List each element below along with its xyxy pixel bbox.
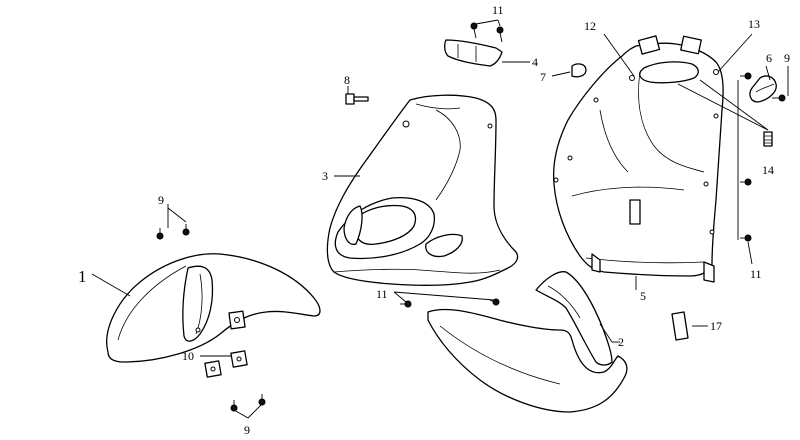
callout-11-right: 11 (750, 267, 762, 281)
callout-11-mid: 11 (376, 287, 388, 301)
front-fender (106, 253, 321, 363)
callout-13: 13 (748, 17, 760, 31)
lower-shield (427, 271, 628, 413)
callout-11-top: 11 (492, 3, 504, 17)
callout-14: 14 (762, 163, 774, 177)
screws (156, 22, 786, 412)
callout-2: 2 (618, 335, 624, 349)
callout-4: 4 (532, 55, 538, 69)
bolt-part-8 (345, 93, 369, 105)
spring-part-14 (763, 131, 773, 147)
label-part-17 (671, 311, 689, 341)
clip-part-6 (749, 75, 777, 103)
callout-17: 17 (710, 319, 722, 333)
callout-9-bottom: 9 (244, 423, 250, 437)
callout-9-left: 9 (158, 193, 164, 207)
front-shield (326, 94, 519, 286)
leader-lines (91, 19, 789, 419)
callout-8: 8 (344, 73, 350, 87)
clip-part-7 (571, 63, 587, 78)
callout-3: 3 (322, 169, 328, 183)
leg-shield-inner (552, 35, 724, 283)
callout-5: 5 (640, 289, 646, 303)
callout-12: 12 (584, 19, 596, 33)
callout-1: 1 (78, 267, 87, 286)
callout-labels: 1 2 3 4 5 6 7 8 9 9 9 10 11 11 11 12 13 … (78, 3, 790, 437)
callout-9-right: 9 (784, 51, 790, 65)
callout-7: 7 (540, 70, 546, 84)
callout-6: 6 (766, 51, 772, 65)
bracket-part-4 (444, 39, 503, 67)
callout-10: 10 (182, 349, 194, 363)
clip-nuts-part-10 (204, 350, 248, 378)
